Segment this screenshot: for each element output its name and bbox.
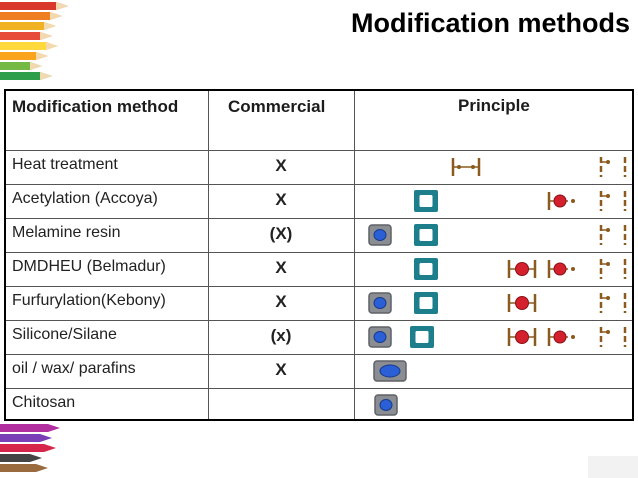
row-method: Melamine resin [12,224,121,241]
row-commercial: X [275,292,287,311]
row-method: Heat treatment [12,156,118,173]
header-principle: Principle [458,96,530,115]
row-method: Acetylation (Accoya) [12,190,158,207]
principle-diagram [368,155,627,416]
row-method: Chitosan [12,394,76,411]
header-commercial: Commercial [228,97,326,116]
corner-decoration [588,456,638,478]
header-method: Modification method [12,97,179,116]
row-method: oil / wax/ parafins [12,360,136,377]
row-commercial: X [275,156,287,175]
row-commercial: X [275,190,287,209]
row-commercial: X [275,360,287,379]
row-method: Silicone/Silane [12,326,117,343]
modification-table: Modification method Commercial Principle… [4,89,634,421]
row-commercial: (X) [269,224,293,243]
pencils-decoration [0,2,68,80]
pencils-decoration-bottom [0,424,60,472]
row-method: Furfurylation(Kebony) [12,292,166,309]
row-commercial: (x) [270,326,292,345]
row-commercial: X [275,258,287,277]
row-method: DMDHEU (Belmadur) [12,258,166,275]
slide-title: Modification methods [351,8,630,38]
